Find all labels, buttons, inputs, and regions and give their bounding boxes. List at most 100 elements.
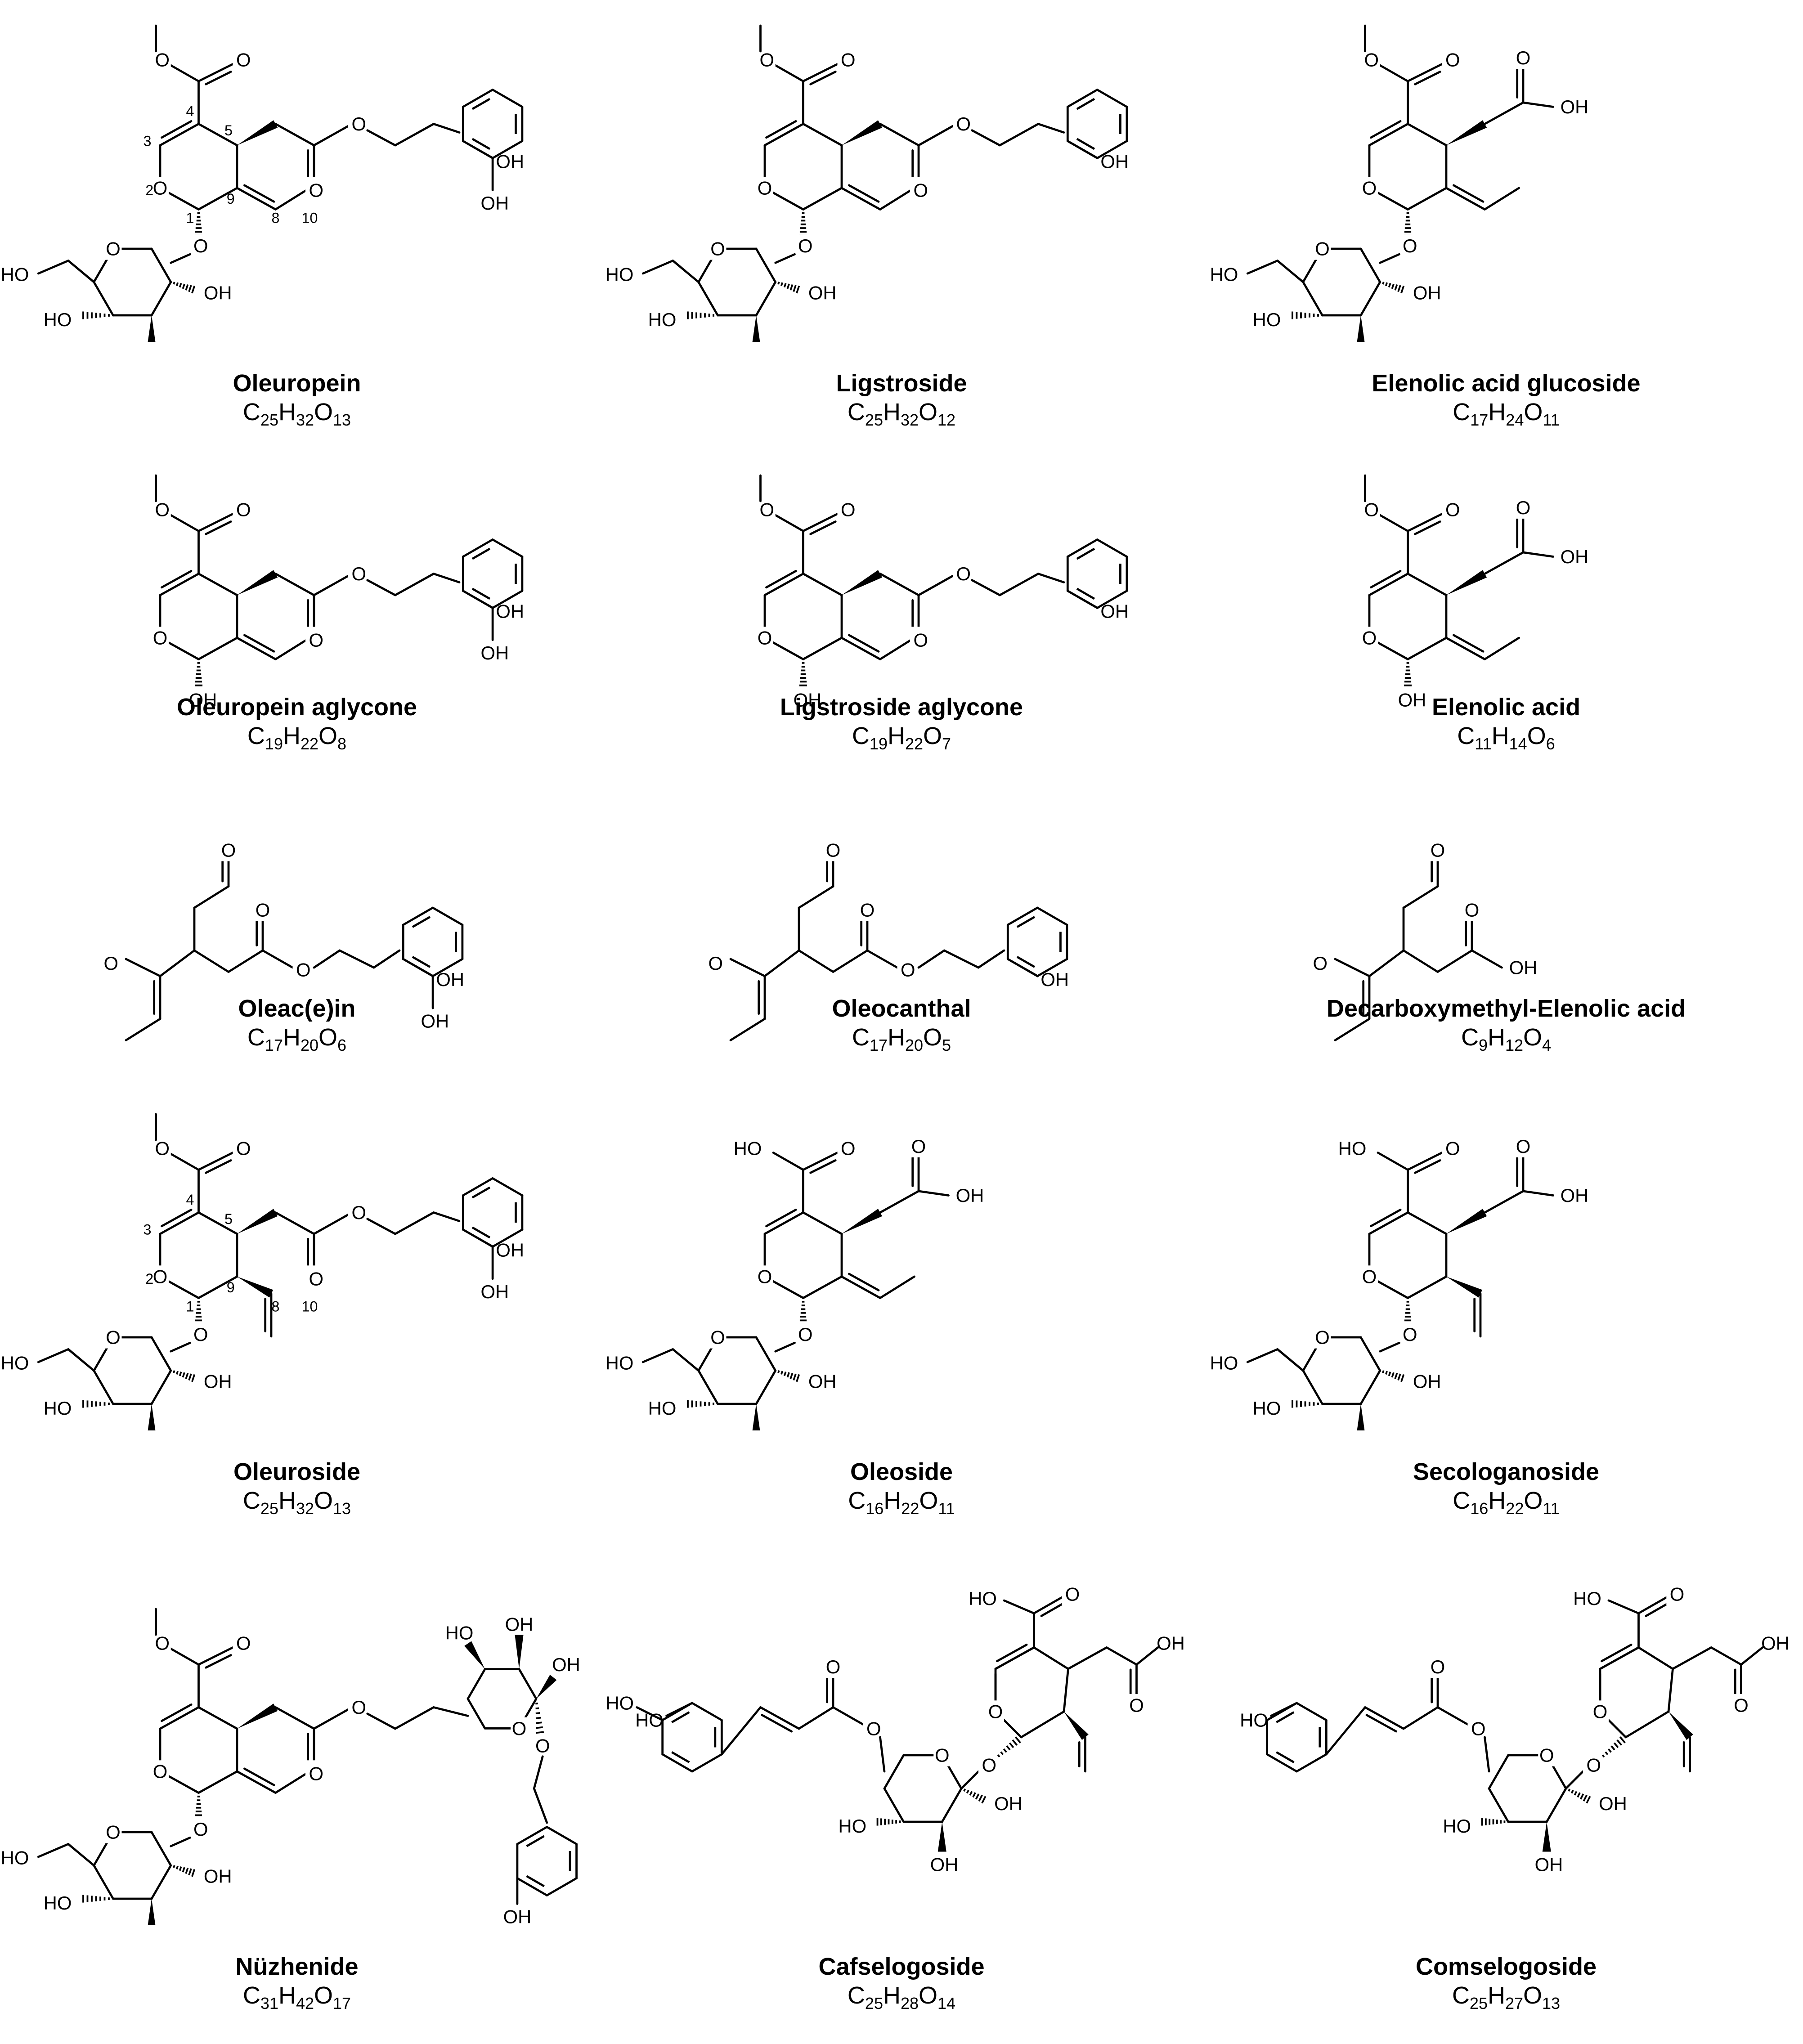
- ring-oxygen-label: O: [1362, 1266, 1377, 1287]
- structure-drawing: OOOOOHOHOOHOHOOH: [1210, 24, 1588, 342]
- hydroxyl-label: HO: [1, 1847, 29, 1868]
- atom-number: 3: [144, 1222, 152, 1238]
- compound-name: Ligstroside aglycone: [780, 694, 1023, 721]
- hashed-bond: [179, 283, 182, 288]
- atom-background: [348, 112, 365, 135]
- formula-element: O: [318, 1024, 338, 1051]
- single-bond: [274, 1770, 311, 1794]
- single-bond: [641, 260, 674, 275]
- double-bond-inner: [761, 1714, 793, 1733]
- formula-element: C: [852, 722, 870, 749]
- atom-number: 8: [272, 1299, 280, 1315]
- hashed-bond: [783, 1372, 787, 1376]
- atom-number: 9: [227, 191, 235, 207]
- ring-bond: [150, 1831, 172, 1867]
- hydroxyl-label: OH: [421, 1010, 449, 1031]
- hashed-bond: [1613, 1742, 1619, 1748]
- hashed-bond: [793, 1373, 797, 1381]
- atom-number: 5: [224, 122, 233, 139]
- hydroxyl-label: OH: [1535, 1854, 1563, 1875]
- formula-count: 14: [1509, 734, 1527, 753]
- aromatic-bond: [412, 956, 431, 968]
- single-bond: [197, 637, 238, 660]
- hashed-bond: [188, 285, 192, 292]
- molecular-formula: C25H28O14: [605, 1981, 1198, 2018]
- double-bond-inner: [1365, 1714, 1397, 1733]
- single-bond: [1484, 101, 1525, 125]
- formula-count: 22: [901, 1499, 919, 1518]
- atom-background: [709, 238, 727, 260]
- double-bond: [1368, 123, 1409, 147]
- ester-oxygen-label: O: [956, 113, 971, 134]
- carbonyl-oxygen-label: O: [309, 629, 323, 650]
- atom-background: [190, 1818, 207, 1840]
- single-bond: [1471, 949, 1503, 969]
- hashed-bond: [981, 1796, 987, 1804]
- ring-bond: [883, 1787, 905, 1823]
- single-bond: [772, 513, 804, 532]
- single-bond: [170, 1341, 191, 1353]
- single-bond: [197, 187, 238, 211]
- formula-count: 12: [937, 410, 956, 429]
- hydroxyl-label: OH: [1599, 1793, 1627, 1814]
- atom-background: [1732, 1694, 1750, 1717]
- hashed-bond: [1385, 1371, 1388, 1375]
- formula-element: C: [242, 1487, 260, 1514]
- formula-count: 25: [260, 1499, 278, 1518]
- hydroxyl-label: OH: [204, 1865, 232, 1887]
- hashed-bond: [185, 1867, 189, 1874]
- formula-element: O: [314, 399, 333, 426]
- ring-bond: [691, 1702, 723, 1721]
- single-bond: [274, 187, 311, 211]
- atom-background: [1442, 1137, 1459, 1160]
- ring-bond: [150, 281, 172, 317]
- wedge-bond: [237, 570, 278, 595]
- hydroxyl-label: OH: [1413, 1371, 1441, 1392]
- hydroxyl-label: HO: [838, 1815, 866, 1837]
- atom-background: [825, 1655, 842, 1678]
- atom-background: [1429, 839, 1446, 861]
- wedge-bond: [515, 1635, 524, 1669]
- single-bond: [1020, 1710, 1065, 1739]
- atom-background: [1467, 1717, 1485, 1740]
- double-bond: [840, 637, 881, 660]
- atom-background: [987, 1700, 1004, 1723]
- compound-oleuroside: OOOOOHOHOOHOHOOOHOH453219810OleurosideC2…: [0, 1089, 594, 1518]
- double-bond-inner: [848, 184, 880, 203]
- ring-bond: [1296, 1753, 1328, 1773]
- atom-background: [348, 1696, 365, 1719]
- single-bond: [1402, 885, 1439, 909]
- aromatic-bond: [471, 547, 491, 560]
- single-bond: [274, 637, 311, 660]
- ring-oxygen-label: O: [106, 1821, 121, 1842]
- single-bond: [798, 1706, 834, 1730]
- double-bond-inner: [1370, 120, 1402, 139]
- single-bond: [1407, 187, 1448, 211]
- hydroxyl-label: HO: [1253, 1398, 1281, 1419]
- single-bond: [313, 1708, 350, 1730]
- single-bond: [1246, 260, 1279, 275]
- carbonyl-oxygen-label: O: [1516, 497, 1531, 518]
- hashed-bond: [1619, 1736, 1626, 1744]
- single-bond: [977, 949, 1005, 969]
- ring-bond: [491, 89, 524, 108]
- ring-oxygen-label: O: [512, 1718, 527, 1739]
- ring-bond: [1359, 247, 1381, 283]
- formula-element: O: [923, 1024, 942, 1051]
- atom-background: [933, 1744, 951, 1766]
- aldehyde-oxygen-label: O: [1431, 839, 1445, 861]
- double-bond: [159, 1706, 200, 1730]
- formula-count: 32: [296, 1499, 314, 1518]
- double-bond: [802, 63, 839, 82]
- hydroxyl-label: OH: [1561, 546, 1589, 567]
- ring-bond: [431, 906, 464, 926]
- atom-background: [1583, 1754, 1600, 1776]
